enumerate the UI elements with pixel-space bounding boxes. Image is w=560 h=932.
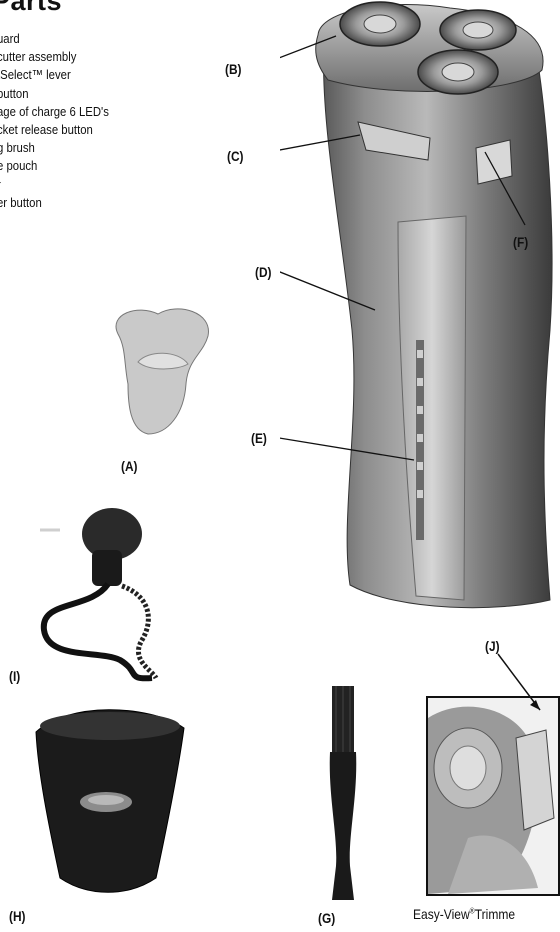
parts-list-item: g brush — [0, 139, 109, 157]
callout-label-j: (J) — [485, 638, 500, 654]
shaver-guard-illustration — [108, 304, 218, 444]
parts-list-item: cket release button — [0, 121, 109, 139]
parts-list-item: age of charge 6 LED's — [0, 103, 109, 121]
callout-label-a: (A) — [121, 458, 138, 474]
caption-rest: Trimme — [475, 906, 515, 922]
shaver-illustration — [280, 0, 560, 620]
callout-label-i: (I) — [9, 668, 20, 684]
parts-list-item: button — [0, 85, 109, 103]
cleaning-brush-illustration — [318, 686, 368, 902]
callout-label-c: (C) — [227, 148, 244, 164]
callout-arrow-j — [480, 650, 560, 720]
parts-list-item: tSelect™ lever — [0, 66, 109, 84]
callout-label-d: (D) — [255, 264, 272, 280]
parts-list-item: r — [0, 176, 109, 194]
callout-label-e: (E) — [251, 430, 267, 446]
trimmer-closeup-panel — [426, 696, 560, 896]
caption-brand: Easy-View — [413, 906, 470, 922]
callout-label-f: (F) — [513, 234, 528, 250]
parts-list-item: cutter assembly — [0, 48, 109, 66]
parts-list-item: er button — [0, 194, 109, 212]
parts-list-item: uard — [0, 30, 109, 48]
parts-list-item: e pouch — [0, 157, 109, 175]
parts-list: uard cutter assembly tSelect™ lever butt… — [0, 30, 109, 212]
parts-heading: Parts — [0, 0, 62, 17]
storage-pouch-illustration — [28, 692, 188, 902]
charger-illustration — [30, 500, 190, 690]
callout-label-g: (G) — [318, 910, 335, 926]
callout-label-b: (B) — [225, 61, 242, 77]
trimmer-closeup-photo — [428, 698, 558, 894]
trimmer-caption: Easy-View®Trimme — [413, 906, 515, 922]
callout-label-h: (H) — [9, 908, 26, 924]
